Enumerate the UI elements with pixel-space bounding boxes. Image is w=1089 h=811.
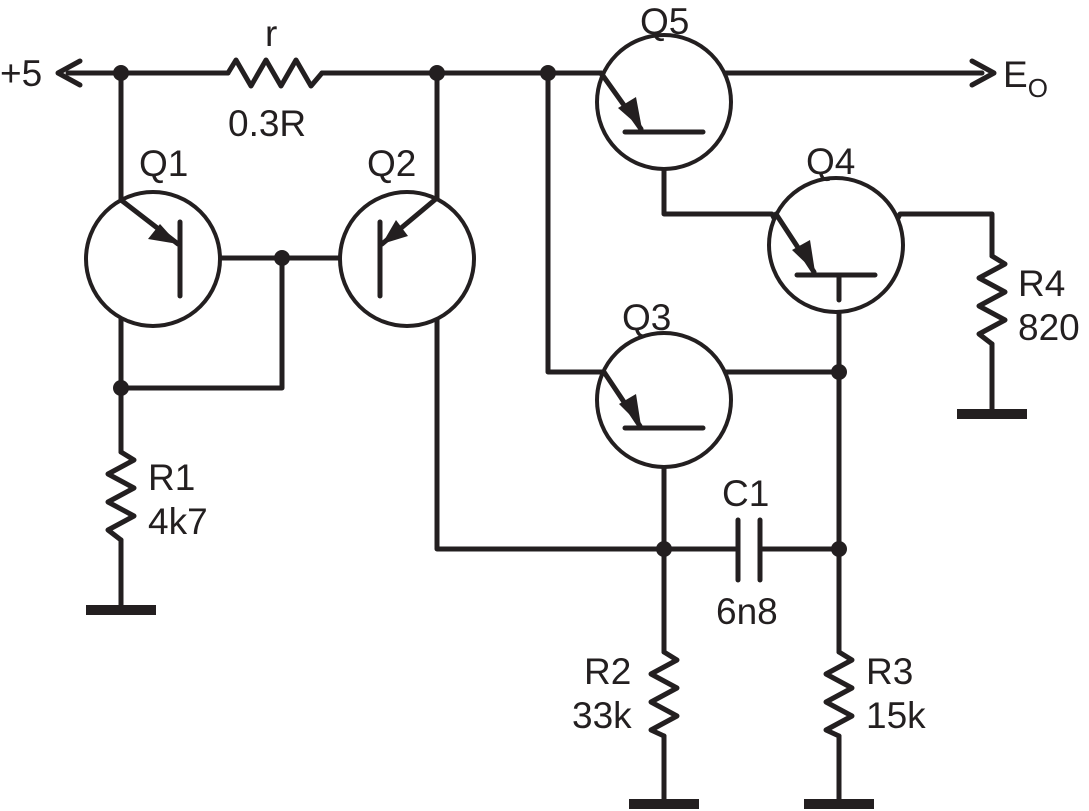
output-label: EO [1003, 54, 1048, 103]
r3-label: R3 [866, 651, 913, 692]
c1-value: 6n8 [716, 591, 778, 632]
junction-dot [113, 380, 129, 396]
r3-resistor [823, 649, 855, 739]
c1-capacitor [735, 517, 763, 583]
r2-value: 33k [572, 695, 632, 736]
q5-emitter-arrow-icon [618, 97, 642, 129]
junction-dot [831, 364, 847, 380]
q2-label: Q2 [367, 143, 416, 184]
junction-dot [540, 65, 556, 81]
r4-value: 820 [1018, 307, 1080, 348]
junction-dot [429, 65, 445, 81]
diode-feedback-wire [118, 255, 285, 391]
supply-label: +5 [0, 53, 42, 94]
r3-value: 15k [866, 695, 926, 736]
q4-label: Q4 [806, 141, 855, 182]
r-value: 0.3R [228, 103, 306, 144]
q3-transistor [595, 331, 733, 469]
q2-emitter-arrow-icon [382, 220, 408, 244]
q1-transistor [84, 190, 222, 328]
junction-dot [274, 250, 290, 266]
junction-dot [656, 541, 672, 557]
r1-label: R1 [148, 457, 195, 498]
q1-emitter-arrow-icon [148, 224, 178, 244]
junctions [113, 65, 847, 557]
junction-dot [113, 65, 129, 81]
output-arrow-icon [969, 58, 997, 88]
q5-transistor [595, 33, 733, 171]
junction-dot [831, 541, 847, 557]
q4-emitter-arrow-icon [792, 240, 815, 272]
r-resistor [225, 57, 325, 89]
c1-label: C1 [722, 473, 769, 514]
q5-label: Q5 [640, 1, 689, 42]
supply-arrow-icon [55, 58, 83, 88]
q1-label: Q1 [139, 143, 188, 184]
q3-emitter-arrow-icon [619, 394, 641, 426]
q3-label: Q3 [622, 297, 671, 338]
q2-transistor [338, 190, 476, 328]
r2-label: R2 [584, 651, 631, 692]
q4-transistor [767, 176, 905, 314]
r2-resistor [648, 649, 680, 739]
r4-label: R4 [1018, 263, 1065, 304]
output-label-subscript: O [1028, 73, 1048, 103]
r4-resistor [976, 253, 1008, 347]
r-label: r [265, 13, 277, 54]
r1-value: 4k7 [148, 501, 208, 542]
r1-resistor [105, 449, 137, 543]
